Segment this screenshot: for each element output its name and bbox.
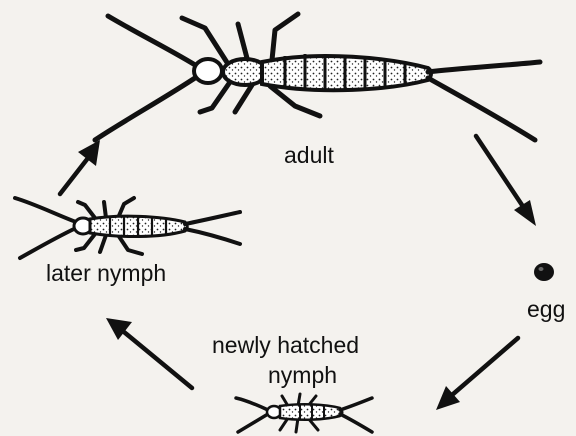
arrow-egg-to-newly-hatched — [436, 338, 518, 410]
newly-hatched-nymph-insect — [236, 394, 372, 432]
label-adult: adult — [284, 142, 334, 168]
label-later-nymph: later nymph — [46, 260, 166, 286]
adult-insect — [95, 14, 540, 140]
arrow-later-to-adult — [60, 140, 100, 194]
egg — [534, 263, 554, 281]
label-egg: egg — [527, 296, 565, 322]
label-newly-hatched-line2: nymph — [268, 362, 337, 388]
later-nymph-insect — [15, 198, 240, 258]
arrow-adult-to-egg — [476, 136, 536, 226]
label-newly-hatched-line1: newly hatched — [212, 332, 359, 358]
arrow-newly-hatched-to-later — [106, 318, 192, 388]
